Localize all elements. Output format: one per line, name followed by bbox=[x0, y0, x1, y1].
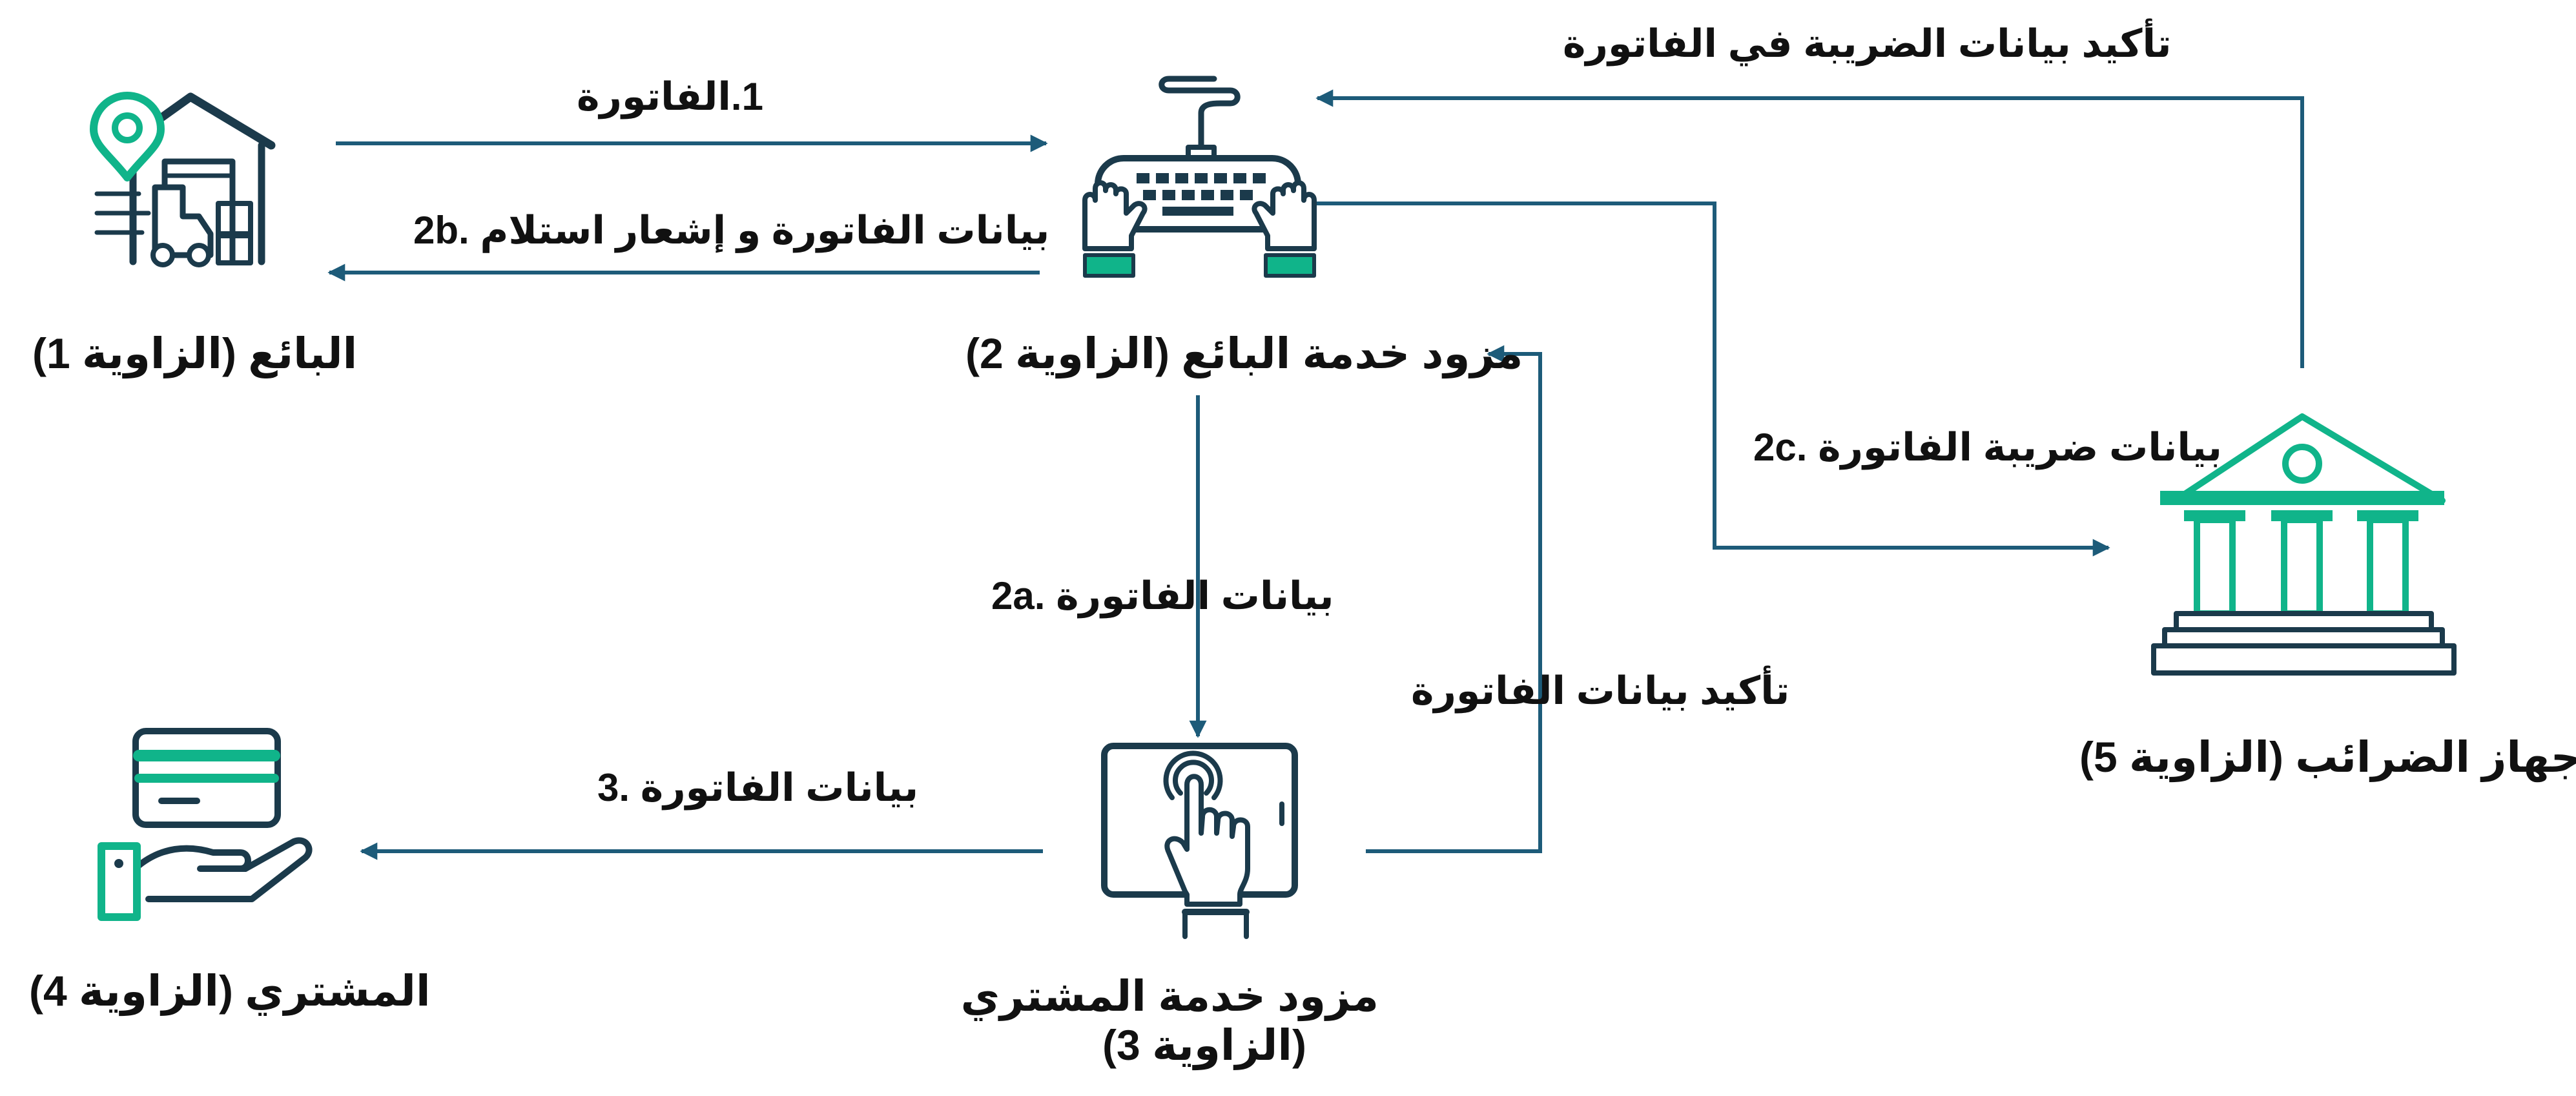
buyer-provider-label: مزود خدمة المشتري (الزاوية 3) bbox=[960, 972, 1379, 1070]
touch-tablet-icon bbox=[1101, 743, 1298, 939]
edge-label-invoice-data-2a: بيانات الفاتورة .2a bbox=[991, 574, 1334, 617]
seller-provider-label: مزود خدمة البائع (الزاوية 2) bbox=[965, 329, 1523, 377]
edge-label-tax-confirmation: تأكيد بيانات الضريبة في الفاتورة bbox=[1563, 22, 2172, 65]
seller-label: البائع (الزاوية 1) bbox=[32, 329, 358, 377]
edge-label-invoice: 1.الفاتورة bbox=[577, 75, 763, 118]
edge-label-tax-data-2c: بيانات ضريبة الفاتورة .2c bbox=[1753, 426, 2222, 469]
arrow-to-tax-authority bbox=[1311, 202, 2110, 557]
buyer-provider-label-line2: (الزاوية 3) bbox=[1102, 1020, 1306, 1069]
edge-label-invoice-confirmation: تأكيد بيانات الفاتورة bbox=[1411, 669, 1790, 712]
edge-label-invoice-ack: بيانات الفاتورة و إشعار استلام .2b bbox=[413, 209, 1050, 252]
tax-authority-label: جهاز الضرائب (الزاوية 5) bbox=[2079, 733, 2576, 781]
keyboard-hands-icon bbox=[1082, 76, 1317, 278]
arrow-tax-confirmation bbox=[1315, 89, 2304, 368]
warehouse-truck-icon bbox=[90, 92, 276, 267]
arrow-invoice-confirmation bbox=[1366, 345, 1542, 853]
edge-label-invoice-data-3: بيانات الفاتورة .3 bbox=[597, 766, 919, 809]
buyer-label: المشتري (الزاوية 4) bbox=[29, 967, 431, 1015]
buyer-provider-label-line1: مزود خدمة المشتري bbox=[960, 972, 1379, 1020]
government-building-icon bbox=[2151, 413, 2457, 676]
card-in-hand-icon bbox=[98, 728, 313, 921]
